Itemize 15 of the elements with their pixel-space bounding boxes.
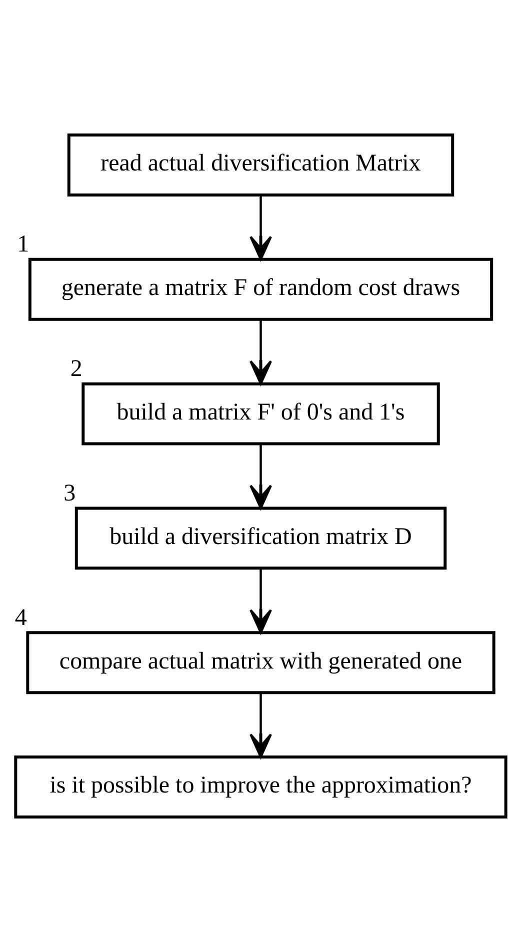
node-label: 2: [70, 356, 82, 382]
node-box: is it possible to improve the approximation?: [14, 755, 508, 818]
arrow: [250, 692, 272, 758]
arrow: [250, 194, 272, 260]
node-label: 1: [17, 231, 30, 258]
arrow: [250, 568, 272, 634]
node-label: 3: [64, 480, 76, 506]
node-box: read actual diversification Matrix: [67, 133, 454, 196]
node-box: compare actual matrix with generated one: [26, 630, 496, 694]
node-label: 4: [14, 604, 27, 630]
arrow: [250, 444, 272, 509]
node-box: build a matrix F' of 0's and 1's: [82, 382, 440, 445]
arrow: [250, 319, 272, 384]
node-box: build a diversification matrix D: [74, 506, 447, 570]
node-box: generate a matrix F of random cost draws: [28, 257, 494, 320]
